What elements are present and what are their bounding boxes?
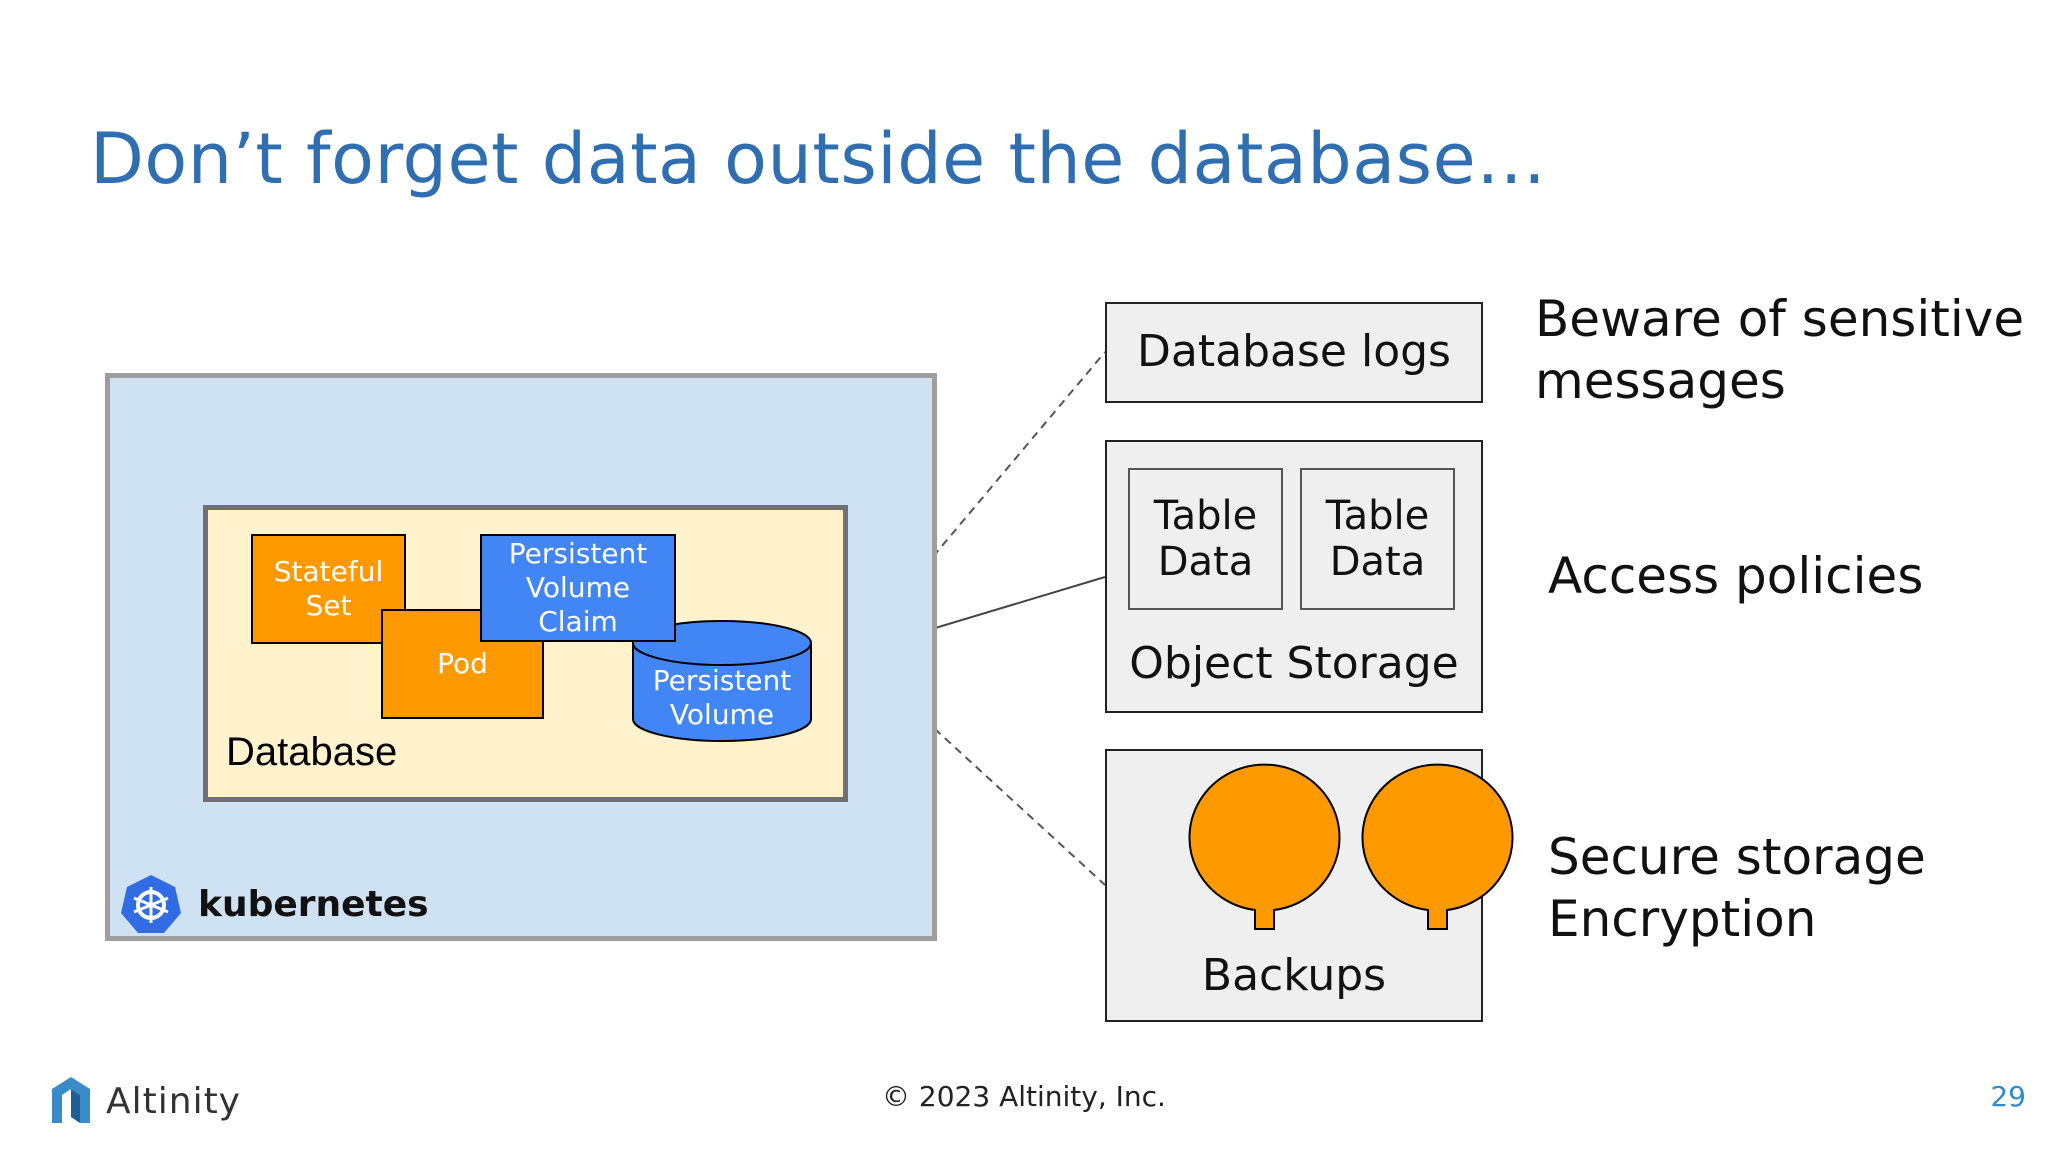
backup-bubble-icon-2 — [1361, 763, 1514, 930]
copyright-text: © 2023 Altinity, Inc. — [882, 1080, 1166, 1113]
database-label: Database — [226, 730, 398, 774]
altinity-logo-text: Altinity — [106, 1080, 241, 1122]
page-number: 29 — [1990, 1080, 2026, 1113]
logs-note: Beware of sensitive messages — [1535, 290, 2025, 410]
object-storage-label: Object Storage — [1129, 638, 1459, 689]
backups-label: Backups — [1201, 950, 1387, 1001]
table-data-box-1: Table Data — [1128, 468, 1283, 610]
table-data-box-2: Table Data — [1300, 468, 1455, 610]
altinity-logo-icon — [52, 1077, 90, 1123]
access-note: Access policies — [1548, 547, 1924, 605]
kubernetes-logo: kubernetes — [120, 873, 429, 935]
persistent-volume-label: Persistent Volume — [652, 664, 792, 731]
altinity-logo: Altinity — [48, 1075, 241, 1127]
database-logs-label: Database logs — [1137, 326, 1451, 377]
kubernetes-label: kubernetes — [198, 883, 429, 925]
connector-logs — [851, 351, 1106, 654]
persistent-volume-claim-box: Persistent Volume Claim — [480, 534, 676, 642]
backup-bubble-icon-1 — [1188, 763, 1341, 930]
cylinder-body — [632, 643, 812, 742]
database-logs-box — [1105, 302, 1483, 403]
cylinder-top — [632, 620, 812, 666]
secure-note: Secure storage Encryption — [1548, 828, 1926, 948]
stateful-set-box: Stateful Set — [251, 534, 406, 644]
slide-title: Don’t forget data outside the database… — [90, 118, 1547, 200]
kubernetes-helm-icon — [121, 875, 181, 933]
